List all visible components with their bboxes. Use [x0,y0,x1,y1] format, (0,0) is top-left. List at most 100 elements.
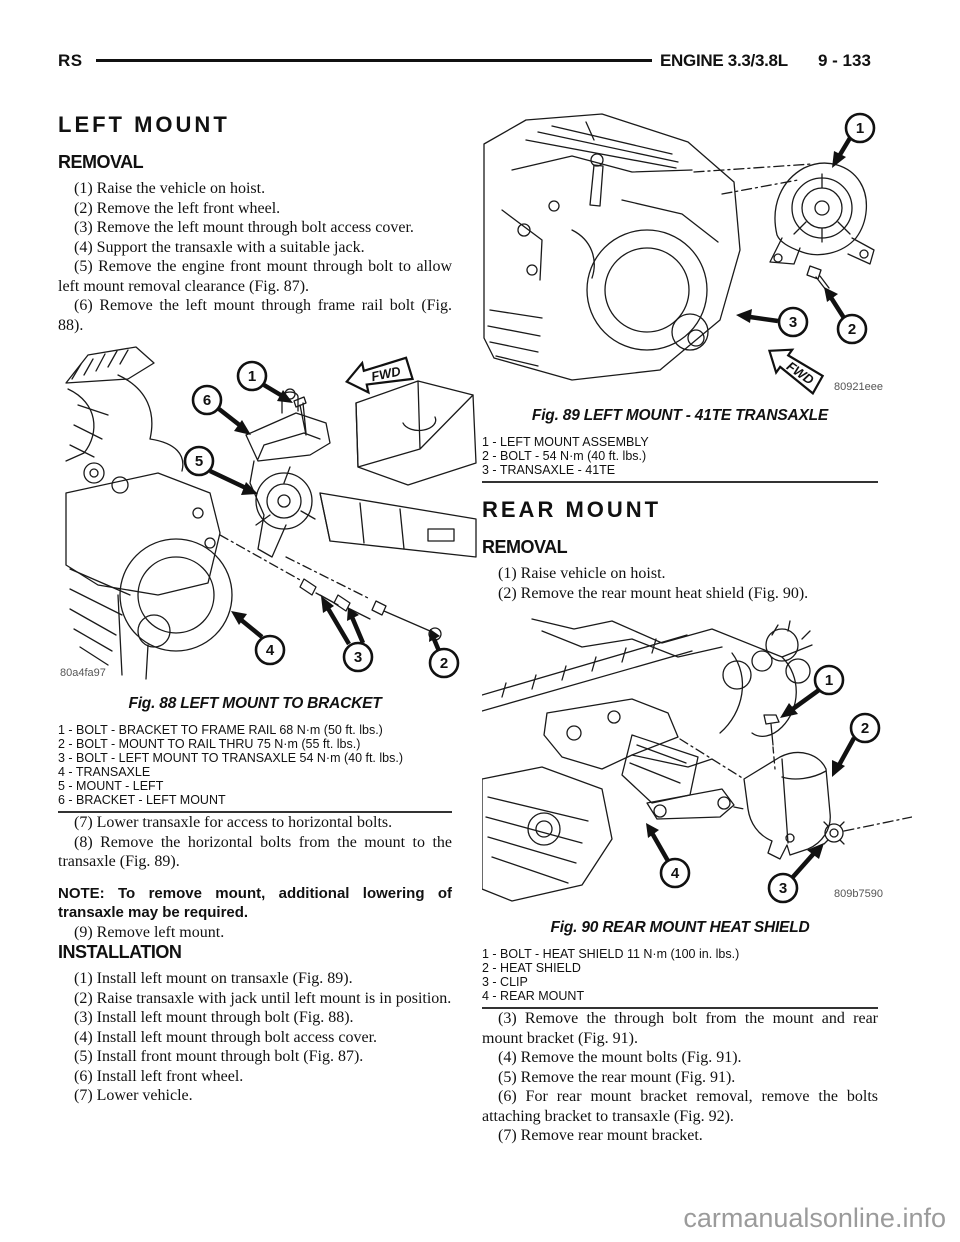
installation-step: (1) Install left mount on transaxle (Fig… [74,970,353,987]
header-page-number: 9 - 133 [818,51,871,70]
fig88-arrows [209,383,442,652]
legend-item: 1 - BOLT - HEAT SHIELD 11 N·m (100 in. l… [482,947,740,961]
svg-text:4: 4 [671,865,680,882]
fig90-callout-4: 4 [659,857,691,889]
fig90-legend: 1 - BOLT - HEAT SHIELD 11 N·m (100 in. l… [482,947,878,1003]
removal-heading: REMOVAL [58,152,144,172]
removal-heading: REMOVAL [482,537,568,557]
removal-step: (1) Raise vehicle on hoist. [498,565,666,582]
removal-step: (6) For rear mount bracket removal, remo… [482,1088,878,1125]
fig90-callout-2: 2 [849,712,881,744]
legend-item: 1 - LEFT MOUNT ASSEMBLY [482,435,649,449]
installation-step: (7) Lower vehicle. [74,1087,193,1104]
figure-89-drawing: FWD 1 2 3 80921eee [483,112,883,395]
removal-step: (8) Remove the horizontal bolts from the… [58,833,452,871]
figure-88-drawing: FWD 1 6 5 4 3 2 80a4fa97 [60,346,477,680]
svg-text:3: 3 [789,314,797,331]
watermark: carmanualsonline.info [683,1203,946,1233]
fig89-line-art [483,113,875,381]
fig89-arrows [736,136,852,324]
legend-item: 3 - CLIP [482,975,528,989]
svg-text:1: 1 [856,120,864,137]
legend-item: 2 - BOLT - MOUNT TO RAIL THRU 75 N·m (55… [58,737,361,751]
fig89-callout-2: 2 [836,313,868,345]
figure-90: 1 2 4 3 809b7590 Fig. 90 REAR MOUNT HEAT… [482,617,912,1009]
installation-step: (2) Raise transaxle with jack until left… [74,989,452,1007]
removal-step: (3) Remove the left mount through bolt a… [74,219,414,236]
fig89-callout-3: 3 [777,306,809,338]
installation-step: (3) Install left mount through bolt (Fig… [74,1009,354,1026]
removal-step: (7) Lower transaxle for access to horizo… [74,814,393,831]
left-column: LEFT MOUNT REMOVAL (1) Raise the vehicle… [58,100,477,1106]
removal-step: (4) Remove the mount bolts (Fig. 91). [498,1049,742,1066]
header-rule [96,59,652,62]
installation-heading: INSTALLATION [58,942,182,962]
fig88-fwd-icon: FWD [344,356,415,395]
svg-text:1: 1 [825,672,833,689]
left-mount-title: LEFT MOUNT [58,112,230,137]
fig88-legend: 1 - BOLT - BRACKET TO FRAME RAIL 68 N·m … [58,723,452,807]
fig88-caption: Fig. 88 LEFT MOUNT TO BRACKET [128,695,382,712]
removal-step: (6) Remove the left mount through frame … [58,297,452,334]
legend-item: 2 - HEAT SHIELD [482,961,581,975]
legend-divider [482,481,878,483]
svg-text:FWD: FWD [370,363,403,384]
header-manual-code: RS [58,51,83,70]
installation-step: (4) Install left mount through bolt acce… [74,1028,378,1046]
fig88-callout-6: 6 [191,384,223,416]
fig90-line-art [482,618,912,902]
fig88-callout-5: 5 [183,445,215,477]
fig88-image-code: 80a4fa97 [60,667,106,679]
svg-text:2: 2 [440,655,448,672]
svg-text:4: 4 [266,642,275,659]
fig90-arrows [646,688,856,880]
removal-step: (5) Remove the rear mount (Fig. 91). [498,1068,736,1086]
legend-item: 4 - REAR MOUNT [482,989,585,1003]
figure-88: FWD 1 6 5 4 3 2 80a4fa97 Fig. 88 LEFT MO… [58,343,477,813]
legend-item: 4 - TRANSAXLE [58,765,151,779]
legend-item: 3 - TRANSAXLE - 41TE [482,463,616,477]
svg-text:2: 2 [848,321,856,338]
removal-step: (4) Support the transaxle with a suitabl… [74,238,365,256]
removal-step: (1) Raise the vehicle on hoist. [74,180,266,197]
figure-89: FWD 1 2 3 80921eee Fig. 89 LEFT MOUNT - … [482,110,883,483]
removal-step: (2) Remove the rear mount heat shield (F… [498,584,809,602]
legend-item: 5 - MOUNT - LEFT [58,779,164,793]
removal-step: (5) Remove the engine front mount throug… [58,258,452,295]
right-column: FWD 1 2 3 80921eee Fig. 89 LEFT MOUNT - … [482,110,912,1146]
rear-mount-title: REAR MOUNT [482,497,662,522]
removal-step: (3) Remove the through bolt from the mou… [482,1010,878,1047]
fig89-fwd-icon: FWD [767,348,825,395]
svg-text:2: 2 [861,720,869,737]
fig90-image-code: 809b7590 [834,888,883,900]
installation-step: (6) Install left front wheel. [74,1067,244,1085]
fig90-caption: Fig. 90 REAR MOUNT HEAT SHIELD [550,919,810,936]
svg-text:3: 3 [354,649,362,666]
svg-text:6: 6 [203,392,211,409]
removal-step: (7) Remove rear mount bracket. [498,1127,703,1144]
legend-divider [482,1007,878,1009]
legend-divider [58,811,452,813]
fig90-callout-1: 1 [813,664,845,696]
removal-step: (9) Remove left mount. [74,923,225,941]
fig88-line-art [65,346,477,680]
fig88-callout-2: 2 [428,647,460,679]
fig88-callout-3: 3 [342,641,374,673]
fig89-caption: Fig. 89 LEFT MOUNT - 41TE TRANSAXLE [531,407,829,424]
legend-item: 3 - BOLT - LEFT MOUNT TO TRANSAXLE 54 N·… [58,751,403,765]
fig88-callout-4: 4 [254,634,286,666]
note-text: NOTE: To remove mount, additional loweri… [58,884,452,922]
fig88-callout-1: 1 [236,360,268,392]
svg-text:5: 5 [195,453,203,470]
fig89-legend: 1 - LEFT MOUNT ASSEMBLY 2 - BOLT - 54 N·… [482,435,878,477]
svg-text:1: 1 [248,368,256,385]
svg-text:3: 3 [779,880,787,897]
fig89-image-code: 80921eee [834,381,883,393]
installation-step: (5) Install front mount through bolt (Fi… [74,1048,364,1065]
fig90-callout-3: 3 [767,872,799,904]
figure-90-drawing: 1 2 4 3 809b7590 [482,618,912,904]
fig89-callout-1: 1 [844,112,876,144]
removal-step: (2) Remove the left front wheel. [74,199,281,217]
legend-item: 1 - BOLT - BRACKET TO FRAME RAIL 68 N·m … [58,723,383,737]
